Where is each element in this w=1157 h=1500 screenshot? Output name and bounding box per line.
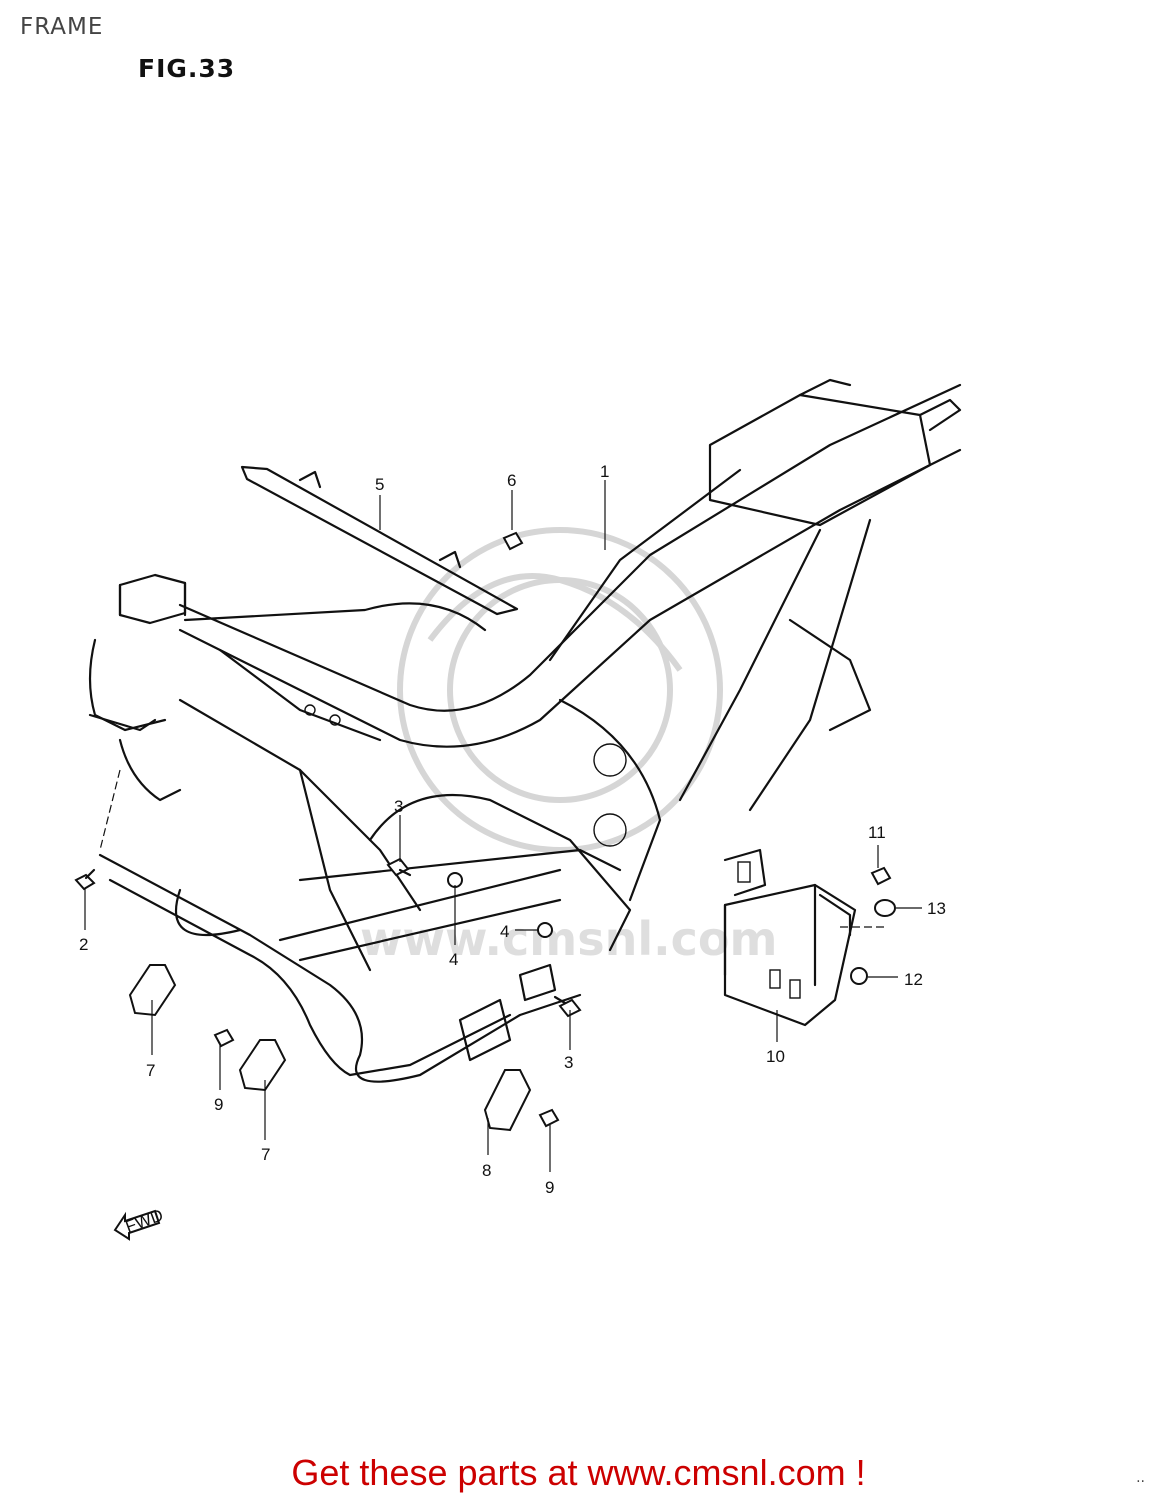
callout-8: 8: [482, 1161, 491, 1180]
callout-9-right: 9: [545, 1178, 554, 1197]
callout-5: 5: [375, 475, 384, 494]
callout-11: 11: [868, 823, 886, 842]
callout-13: 13: [927, 899, 946, 918]
frame-stay-part-5: [240, 465, 519, 616]
callout-4-lower: 4: [449, 950, 458, 969]
callout-12: 12: [904, 970, 923, 989]
callout-3-lower: 3: [564, 1053, 573, 1072]
callout-6: 6: [507, 471, 516, 490]
callout-9-left: 9: [214, 1095, 223, 1114]
callout-7-right: 7: [261, 1145, 270, 1164]
callout-7-left: 7: [146, 1061, 155, 1080]
main-frame: [88, 378, 962, 972]
battery-tray-part-10: [723, 848, 857, 1027]
watermark-text: www.cmsnl.com: [360, 912, 777, 966]
fwd-label: FWD: [123, 1205, 166, 1236]
callout-3-upper: 3: [394, 797, 403, 816]
small-parts: [74, 531, 896, 1241]
callout-10: 10: [766, 1047, 785, 1066]
figure-label: FIG.33: [138, 54, 236, 83]
page-title: FRAME: [20, 14, 104, 40]
corner-marker: ..: [1136, 1470, 1145, 1486]
lower-rail: [98, 853, 582, 1083]
watermark-logo: www.cmsnl.com: [360, 527, 777, 966]
callout-2: 2: [79, 935, 88, 954]
callout-1: 1: [600, 462, 609, 481]
shop-link-banner[interactable]: Get these parts at www.cmsnl.com !: [291, 1452, 866, 1493]
leader-lines: [84, 480, 922, 1172]
callout-4-middle: 4: [500, 922, 509, 941]
